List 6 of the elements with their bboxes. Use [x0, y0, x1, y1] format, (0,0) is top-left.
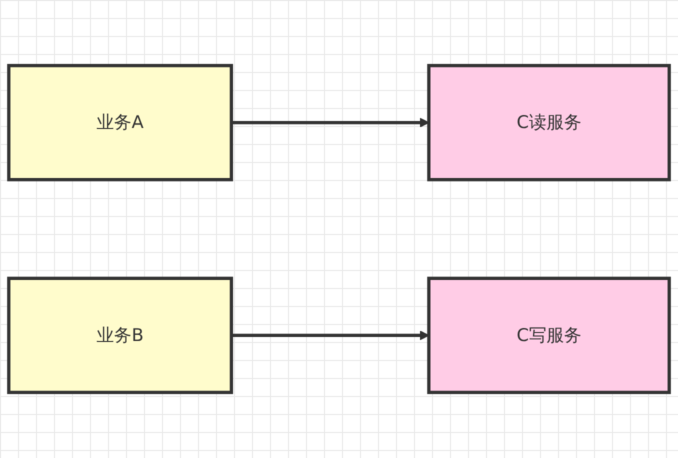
node-box: 业务A [7, 64, 234, 182]
arrow [231, 118, 430, 128]
node-box: C读服务 [427, 64, 671, 182]
node-box: C写服务 [427, 276, 671, 394]
node-box: 业务B [7, 276, 234, 394]
arrow [231, 330, 430, 340]
